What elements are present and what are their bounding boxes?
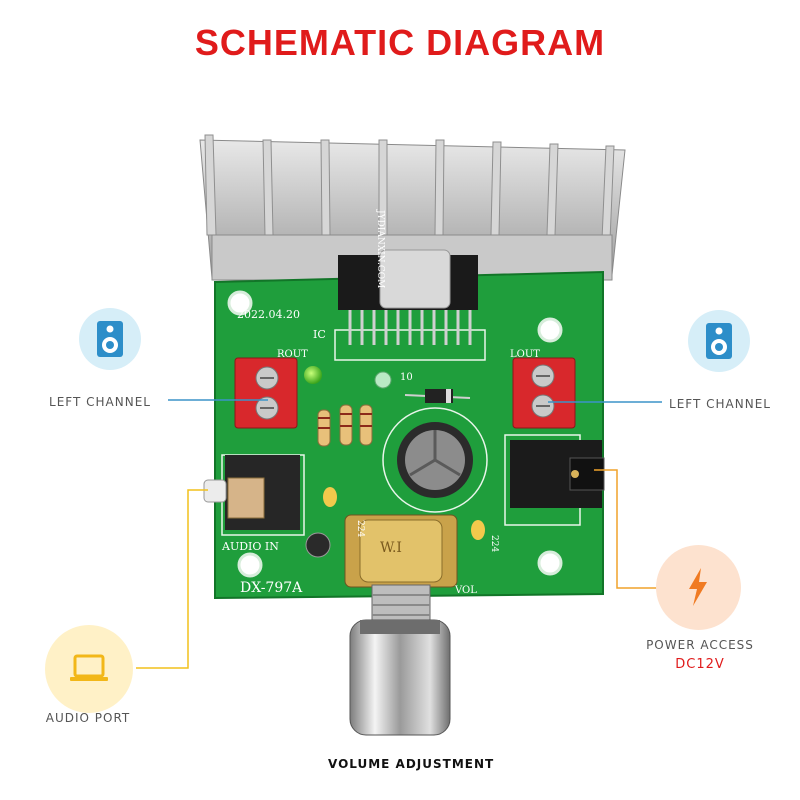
board-lout: LOUT <box>510 349 540 360</box>
volume-adjustment-label: VOLUME ADJUSTMENT <box>328 757 495 771</box>
diode <box>404 389 471 403</box>
board-cap-code-left: 224 <box>355 520 365 537</box>
pot-marking: W.I <box>380 540 402 556</box>
board-rout: ROUT <box>277 349 308 360</box>
power-pointer <box>594 469 660 589</box>
speaker-icon <box>97 321 123 357</box>
board-date: 2022.04.20 <box>237 308 300 321</box>
audio-port-label: AUDIO PORT <box>45 711 131 725</box>
volume-potentiometer <box>344 514 458 736</box>
dc-power-jack <box>510 440 605 508</box>
right-speaker-terminal <box>512 357 576 429</box>
left-channel-label: LEFT CHANNEL <box>49 395 151 409</box>
right-speaker-icon-circle <box>688 310 750 372</box>
electrolytic-capacitor <box>397 422 473 498</box>
speaker-icon <box>706 323 732 359</box>
board-cap-10: 10 <box>400 372 413 383</box>
audio-port-pointer <box>136 489 208 669</box>
small-capacitor <box>374 371 392 389</box>
audio-jack <box>203 455 300 530</box>
audio-port-icon-circle <box>45 625 133 713</box>
lightning-icon <box>689 568 707 606</box>
small-electrolytic <box>305 532 331 558</box>
board-vol: VOL <box>454 585 477 596</box>
amplifier-ic <box>338 249 478 345</box>
left-speaker-terminal <box>234 357 298 429</box>
power-voltage-label: DC12V <box>675 657 725 672</box>
page-title: SCHEMATIC DIAGRAM <box>194 22 606 63</box>
ceramic-capacitor <box>471 520 485 540</box>
board-url: JYDIANXIN.COM <box>375 209 385 288</box>
laptop-icon <box>70 654 108 681</box>
power-access-label: POWER ACCESS <box>646 638 754 652</box>
power-led <box>304 366 322 384</box>
power-icon-circle <box>656 545 741 630</box>
board-ic-label: IC <box>313 328 326 341</box>
resistors <box>317 404 373 447</box>
board-cap-code-right: 224 <box>489 535 499 552</box>
board-audio-in: AUDIO IN <box>221 540 279 553</box>
board-model: DX-797A <box>240 580 303 596</box>
ceramic-capacitor <box>323 487 337 507</box>
right-channel-label: LEFT CHANNEL <box>669 397 771 411</box>
left-speaker-icon-circle <box>79 308 141 370</box>
